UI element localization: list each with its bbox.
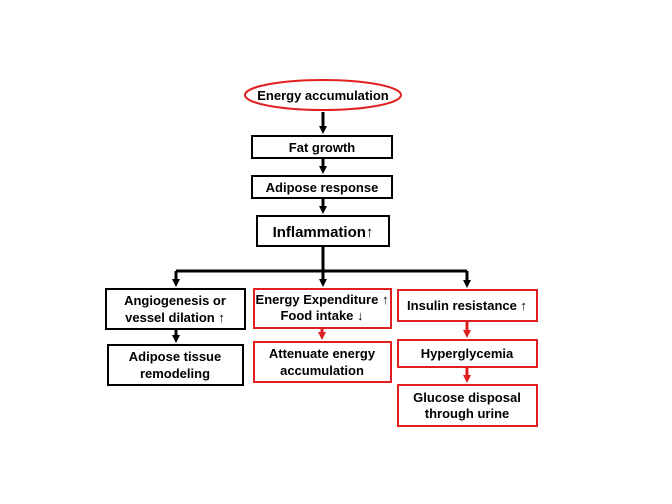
insulin-resistance-label: Insulin resistance ↑	[407, 298, 527, 313]
adipose-response-label: Adipose response	[266, 180, 379, 195]
angiogenesis-node	[105, 288, 246, 330]
hyperglycemia-label: Hyperglycemia	[421, 346, 514, 361]
glucose-disposal-node	[397, 384, 538, 427]
glucose-disposal-label-line1: Glucose disposal	[413, 390, 521, 405]
adipose-response-node	[251, 175, 393, 199]
attenuate-node	[253, 341, 392, 383]
angiogenesis-label-line2: vessel dilation ↑	[125, 310, 225, 325]
adipose-remodeling-label-line1: Adipose tissue	[129, 349, 221, 364]
energy-expenditure-node	[253, 288, 392, 329]
insulin-resistance-node	[397, 289, 538, 322]
angiogenesis-label-line1: Angiogenesis or	[124, 293, 226, 308]
attenuate-label-line2: accumulation	[280, 363, 364, 378]
inflammation-label: Inflammation↑	[273, 224, 374, 241]
adipose-remodeling-node	[107, 344, 244, 386]
food-intake-label: Food intake ↓	[280, 308, 363, 323]
fat-growth-node	[251, 135, 393, 159]
adipose-remodeling-label-line2: remodeling	[140, 366, 210, 381]
fat-growth-label: Fat growth	[289, 140, 355, 155]
energy-accumulation-node	[244, 79, 402, 111]
energy-expenditure-label: Energy Expenditure ↑	[256, 292, 389, 307]
energy-accumulation-label: Energy accumulation	[257, 88, 389, 103]
inflammation-node	[256, 215, 390, 247]
attenuate-label-line1: Attenuate energy	[269, 346, 376, 361]
glucose-disposal-label-line2: through urine	[425, 406, 510, 421]
hyperglycemia-node	[397, 339, 538, 368]
